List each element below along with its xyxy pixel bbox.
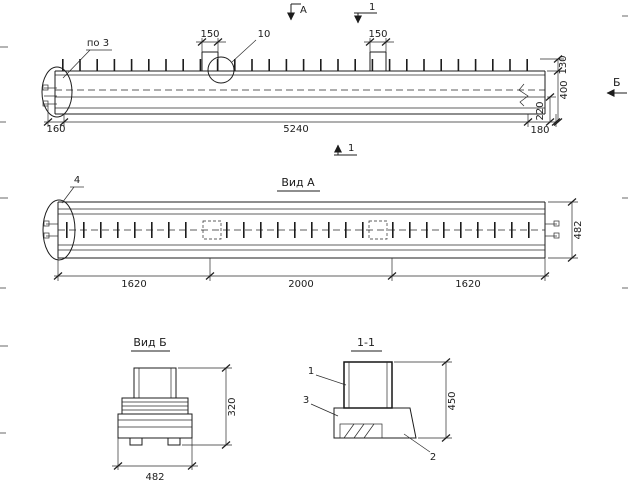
dim-450: 450 xyxy=(447,391,458,410)
dim-plate-right: 150 xyxy=(368,29,387,40)
dim-plate-left: 150 xyxy=(200,29,219,40)
hidden-plate-left xyxy=(202,220,222,240)
view-mark-b: Б xyxy=(613,76,621,89)
dim-482-plan: 482 xyxy=(573,220,584,239)
view-b: Вид Б 320 482 xyxy=(112,336,238,483)
note-10: 10 xyxy=(258,29,271,40)
dim-1620-right: 1620 xyxy=(455,279,480,290)
dim-482-section: 482 xyxy=(145,472,164,483)
detail-circle-plate xyxy=(207,56,235,84)
edge-marks xyxy=(0,15,628,434)
dim-160: 160 xyxy=(46,124,65,135)
view-a-title: Вид А xyxy=(281,176,315,189)
view-a: Вид А 4 xyxy=(42,175,584,290)
section-mark-1-top: 1 xyxy=(369,2,375,13)
detail-circle-4 xyxy=(42,199,76,261)
dim-220: 220 xyxy=(535,101,546,120)
hidden-plate-right xyxy=(368,220,388,240)
break-symbol xyxy=(518,83,529,107)
dim-400: 400 xyxy=(559,80,570,99)
detail-label-4: 4 xyxy=(74,175,80,186)
note-po3: по 3 xyxy=(87,38,109,49)
section-mark-a: А xyxy=(300,5,307,16)
detail-circle-left xyxy=(41,66,73,118)
pos-label-2: 2 xyxy=(430,452,436,463)
section-mark-1-bottom: 1 xyxy=(348,143,354,154)
view-b-title: Вид Б xyxy=(133,336,166,349)
elevation-view: по 3 150 10 150 А 1 xyxy=(41,2,627,156)
pos-label-3: 3 xyxy=(303,395,309,406)
section-title: 1-1 xyxy=(357,336,375,349)
dim-5240: 5240 xyxy=(283,124,308,135)
dim-320: 320 xyxy=(227,397,238,416)
section-1-1: 1-1 1 3 2 450 xyxy=(303,336,458,463)
dim-180: 180 xyxy=(530,125,549,136)
dim-130: 130 xyxy=(558,55,569,74)
pos-label-1: 1 xyxy=(308,366,314,377)
dim-1620-left: 1620 xyxy=(121,279,146,290)
dim-2000: 2000 xyxy=(288,279,313,290)
